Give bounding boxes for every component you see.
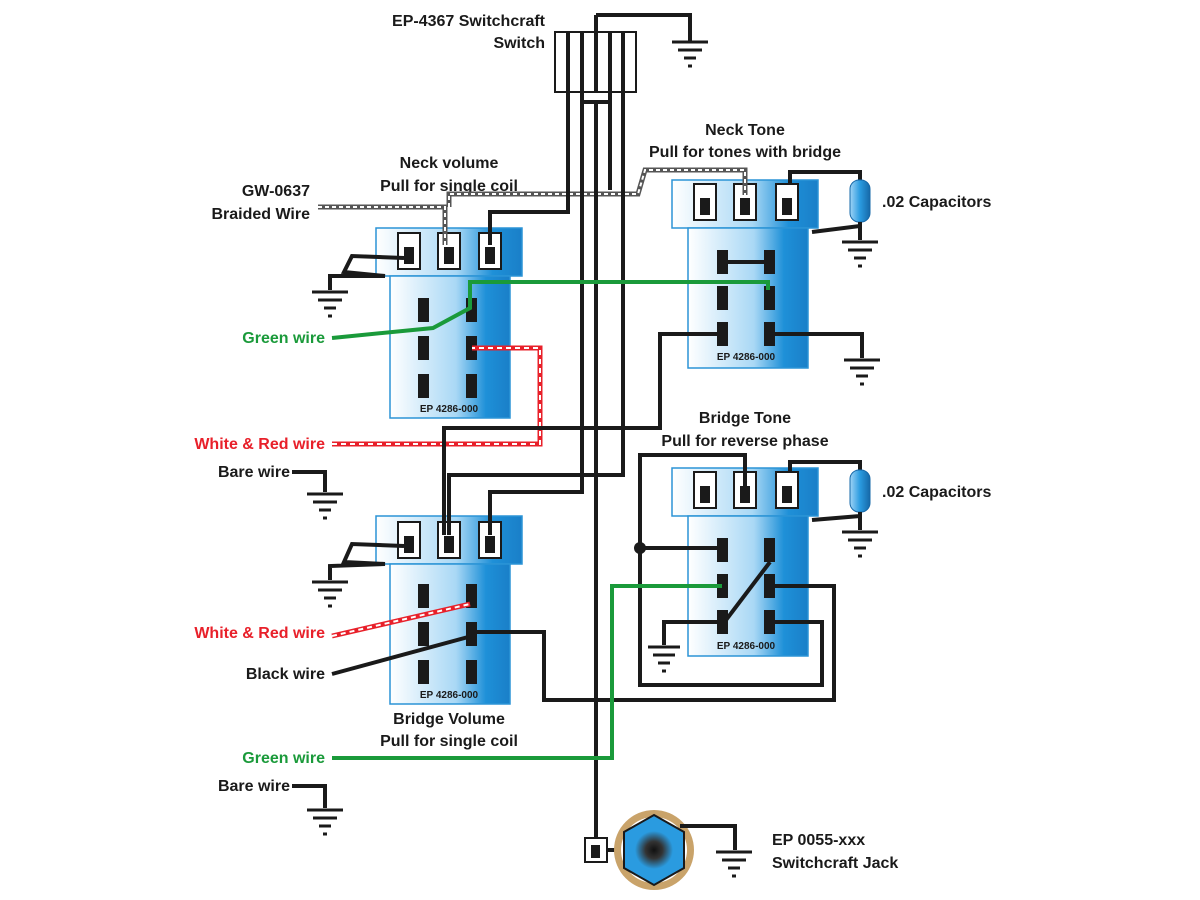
capacitor-label-bridge: .02 Capacitors <box>882 484 991 501</box>
neck-volume-subtitle: Pull for single coil <box>380 178 518 195</box>
ground-symbol-neck-volume <box>312 290 348 318</box>
neck-tone-subtitle: Pull for tones with bridge <box>649 144 841 161</box>
jack-part-label: EP 0055-xxx <box>772 832 865 849</box>
ground-symbol-bare-1 <box>307 492 343 520</box>
capacitor-label-neck: .02 Capacitors <box>882 194 991 211</box>
bridge-tone-subtitle: Pull for reverse phase <box>661 433 828 450</box>
jack-name-label: Switchcraft Jack <box>772 855 898 872</box>
bridge-tone-title: Bridge Tone <box>699 410 791 427</box>
green-wire-label-1: Green wire <box>242 330 325 347</box>
braided-name-label: Braided Wire <box>211 206 310 223</box>
bare-wire-label-1: Bare wire <box>218 464 290 481</box>
braided-part-label: GW-0637 <box>242 183 310 200</box>
neck-tone-pot <box>671 179 819 369</box>
bridge-volume-title: Bridge Volume <box>393 711 505 728</box>
white-red-wire-label-1: White & Red wire <box>194 436 325 453</box>
neck-tone-title: Neck Tone <box>705 122 785 139</box>
ground-symbol-bridge-tone <box>648 645 680 673</box>
neck-volume-title: Neck volume <box>400 155 499 172</box>
bare-wire-label-2: Bare wire <box>218 778 290 795</box>
bridge-tone-part-number: EP 4286-000 <box>717 641 776 652</box>
neck-volume-part-number: EP 4286-000 <box>420 404 479 415</box>
output-jack <box>584 810 737 890</box>
bridge-tone-pot <box>671 467 819 657</box>
ground-symbol-neck-tone <box>844 358 880 386</box>
ground-symbol-bridge-volume <box>312 580 348 608</box>
neck-tone-part-number: EP 4286-000 <box>717 352 776 363</box>
white-red-wire-label-2: White & Red wire <box>194 625 325 642</box>
toggle-switch <box>554 15 637 104</box>
braided-wire <box>318 167 748 245</box>
ground-symbol-switch <box>672 40 708 68</box>
switch-part-label: EP-4367 Switchcraft <box>392 13 546 30</box>
ground-symbol-bridge-cap <box>842 530 878 558</box>
ground-symbol-jack <box>716 850 752 878</box>
bridge-volume-part-number: EP 4286-000 <box>420 690 479 701</box>
green-wire-label-2: Green wire <box>242 750 325 767</box>
ground-symbol-neck-cap <box>842 240 878 268</box>
ground-symbol-bare-2 <box>307 808 343 836</box>
black-wire-label: Black wire <box>246 666 325 683</box>
bridge-volume-subtitle: Pull for single coil <box>380 733 518 750</box>
switch-name-label: Switch <box>493 35 545 52</box>
